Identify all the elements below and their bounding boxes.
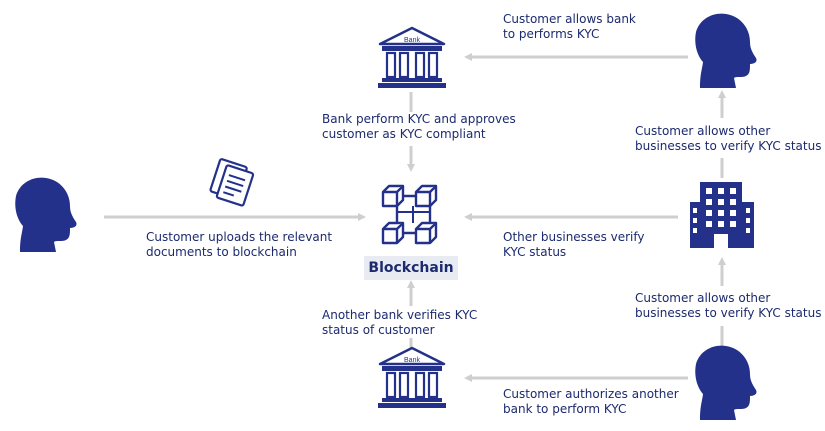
office-building-icon	[690, 182, 754, 248]
bank-sign-text: Bank	[404, 37, 420, 44]
label-line: documents to blockchain	[146, 245, 297, 259]
label-line: Customer allows bank	[503, 12, 636, 26]
label-bank-perform: Bank perform KYC and approves customer a…	[322, 112, 516, 142]
blockchain-label: Blockchain	[364, 256, 458, 280]
person-head-icon	[695, 345, 757, 420]
label-line: Customer allows other	[635, 291, 771, 305]
person-head-icon	[695, 13, 757, 88]
label-another-bank: Another bank verifies KYC status of cust…	[322, 308, 477, 338]
label-line: KYC status	[503, 245, 567, 259]
label-line: Customer uploads the relevant	[146, 230, 333, 244]
label-line: Other businesses verify	[503, 230, 645, 244]
label-allow-other-bottom: Customer allows other businesses to veri…	[635, 291, 821, 321]
arrows	[104, 53, 726, 382]
label-upload: Customer uploads the relevant documents …	[146, 230, 332, 260]
label-line: status of customer	[322, 323, 435, 337]
label-line: bank to perform KYC	[503, 402, 627, 416]
bank-sign-text: Bank	[404, 357, 420, 364]
documents-icon	[209, 158, 255, 207]
label-line: Another bank verifies KYC	[322, 308, 478, 322]
blockchain-icon	[381, 184, 438, 245]
label-line: Customer authorizes another	[503, 387, 679, 401]
label-line: businesses to verify KYC status	[635, 139, 822, 153]
label-line: customer as KYC compliant	[322, 127, 486, 141]
person-head-icon	[15, 177, 77, 252]
label-other-verify: Other businesses verify KYC status	[503, 230, 645, 260]
label-line: businesses to verify KYC status	[635, 306, 822, 320]
label-line: Customer allows other	[635, 124, 771, 138]
label-allow-other-top: Customer allows other businesses to veri…	[635, 124, 821, 154]
label-allow-bank: Customer allows bank to performs KYC	[503, 12, 636, 42]
bank-building-icon: Bank	[376, 346, 448, 410]
bank-building-icon: Bank	[376, 26, 448, 90]
label-line: to performs KYC	[503, 27, 600, 41]
label-authorize: Customer authorizes another bank to perf…	[503, 387, 679, 417]
label-line: Bank perform KYC and approves	[322, 112, 516, 126]
